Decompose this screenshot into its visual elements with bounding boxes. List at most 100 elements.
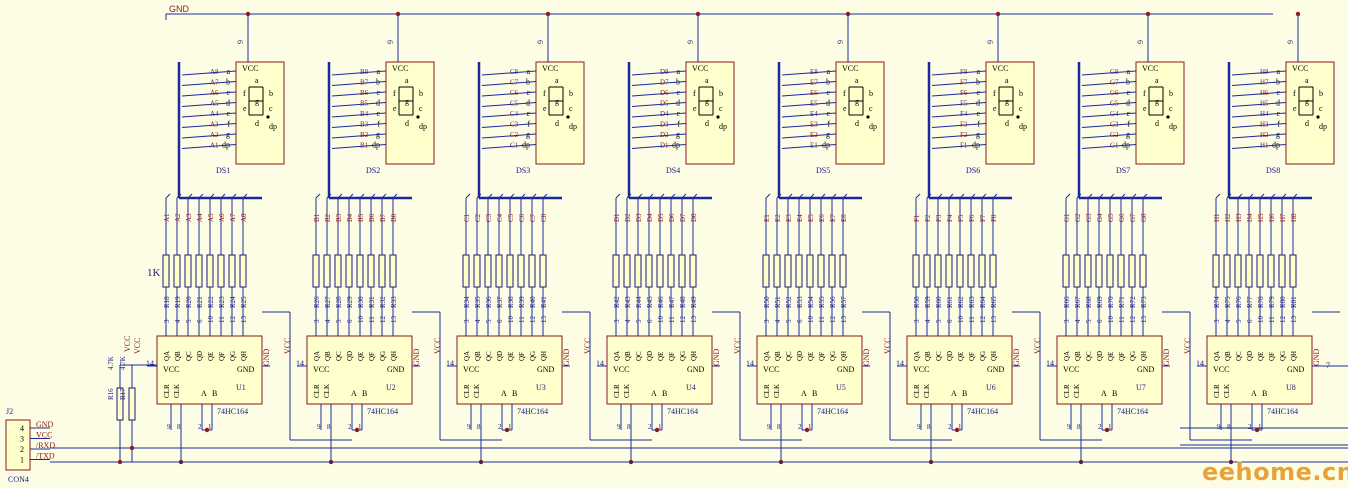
chip-a-label: A — [1251, 389, 1257, 398]
bus-entry — [637, 193, 643, 199]
display-pin-net: A1 — [210, 142, 219, 150]
display-pin-net: B5 — [360, 100, 369, 108]
resistor-net-label: B7 — [379, 213, 387, 222]
resistor-ref: R48 — [679, 296, 687, 308]
chip-pin-num: 5 — [635, 319, 643, 323]
chip-output-pin: QG — [379, 351, 387, 361]
pullup-ref: R17 — [119, 388, 127, 400]
chip-output-pin: QH — [1290, 351, 1298, 361]
display-pin-net: G1 — [1110, 142, 1119, 150]
bus-tap — [331, 102, 387, 107]
resistor-body — [162, 254, 170, 288]
seg-c: c — [1169, 104, 1173, 113]
resistor-ref: R34 — [463, 296, 471, 308]
bus-entry — [1131, 193, 1137, 199]
resistor-ref: R46 — [657, 296, 665, 308]
display-pin-net: H5 — [1260, 100, 1269, 108]
resistor-net-label: F8 — [990, 214, 998, 222]
display-pin-num: 9 — [1136, 40, 1145, 44]
seg-dp: dp — [419, 122, 427, 131]
seg-a: a — [705, 76, 709, 85]
resistor-net-label: D8 — [690, 213, 698, 222]
display-pin-net: B6 — [360, 89, 369, 97]
bus-tap — [181, 133, 237, 139]
seg-c: c — [1019, 104, 1023, 113]
chip-b-label: B — [212, 389, 217, 398]
junction-dot — [117, 459, 123, 465]
seg-a: a — [405, 76, 409, 85]
chip-bottom-pin-num: 1 — [1258, 423, 1262, 431]
resistor-ref: R63 — [968, 296, 976, 308]
bus-tap — [481, 81, 537, 86]
display-pin-net: H7 — [1260, 79, 1269, 87]
resistor-ref: R19 — [174, 296, 182, 308]
seg-a: a — [1305, 76, 1309, 85]
resistor-ref: R44 — [635, 296, 643, 308]
display-pin-net: C6 — [510, 89, 519, 97]
display-ds3 — [535, 61, 585, 165]
bus-entry — [315, 193, 321, 199]
bus-tap — [481, 133, 537, 139]
display-ds5 — [835, 61, 885, 165]
chip-u6 — [906, 335, 1013, 405]
chip-pin-num: 5 — [785, 319, 793, 323]
resistor-net-label: C3 — [485, 213, 493, 222]
gnd-rail-label: GND — [169, 4, 190, 14]
resistor-net-label: B5 — [357, 213, 365, 222]
resistor-body — [356, 254, 364, 288]
resistor-net-label: E6 — [818, 214, 826, 222]
chip-bottom-pin-num: 2 — [798, 423, 802, 431]
chip-bottom-pin-num: 8 — [477, 423, 481, 431]
seven-segment-icon — [1148, 86, 1164, 116]
chip-pin-num: 11 — [368, 316, 376, 323]
display-pin-net: F7 — [960, 79, 968, 87]
chip-output-pin: QD — [646, 351, 654, 361]
display-pin-net: E2 — [810, 131, 818, 139]
seg-g: g — [1005, 97, 1009, 106]
resistor-ref: R69 — [1096, 296, 1104, 308]
chip-bottom-pin-num: 9 — [1067, 423, 1071, 431]
seg-b: b — [1169, 89, 1173, 98]
seg-b: b — [719, 89, 723, 98]
bus-tap — [481, 144, 537, 149]
display-pin-net: G6 — [1110, 89, 1119, 97]
chip-ref: U2 — [386, 383, 396, 392]
bus-tap — [631, 144, 687, 149]
bus-tap — [1231, 81, 1287, 86]
display-ds4 — [685, 61, 735, 165]
resistor-ref: R67 — [1074, 296, 1082, 308]
bus-entry — [542, 193, 548, 199]
seg-e: e — [243, 104, 247, 113]
chip-output-pin: QC — [485, 351, 493, 361]
chip-bottom-pin-num: 9 — [467, 423, 471, 431]
resistor-ref: R68 — [1085, 296, 1093, 308]
chip-bottom-pin-num: 9 — [167, 423, 171, 431]
resistor-net-label: H3 — [1235, 213, 1243, 222]
bus-tap — [331, 133, 387, 139]
resistor-body — [1117, 254, 1125, 288]
resistor-ref: R79 — [1268, 296, 1276, 308]
chip-u3 — [456, 335, 563, 405]
resistor-ref: R51 — [774, 296, 782, 308]
display-pin-net: C8 — [510, 68, 519, 76]
chip-pin-num: 11 — [668, 316, 676, 323]
resistor-net-label: H6 — [1268, 213, 1276, 222]
bus-entry — [681, 193, 687, 199]
chip-pin-num: 10 — [207, 316, 215, 324]
resistor-ref: R25 — [240, 296, 248, 308]
chip-bottom-pin-num: 1 — [208, 423, 212, 431]
seg-f: f — [993, 89, 996, 98]
chip-vcc-net: VCC — [1033, 338, 1042, 354]
display-pin-net: D6 — [660, 89, 669, 97]
chip-vcc-label: VCC — [913, 365, 929, 374]
chip-clr-label: CLR — [763, 384, 771, 398]
seg-dp: dp — [719, 122, 727, 131]
chip-pin-num: 5 — [1235, 319, 1243, 323]
chip-pin-num: 6 — [1246, 319, 1254, 323]
dp-dot-icon — [566, 115, 570, 119]
chip-output-pin: QF — [368, 352, 376, 361]
bus-entry — [231, 193, 237, 199]
display-pin-net: A5 — [210, 100, 219, 108]
resistor-body — [1212, 254, 1220, 288]
chip-output-pin: QE — [207, 352, 215, 361]
